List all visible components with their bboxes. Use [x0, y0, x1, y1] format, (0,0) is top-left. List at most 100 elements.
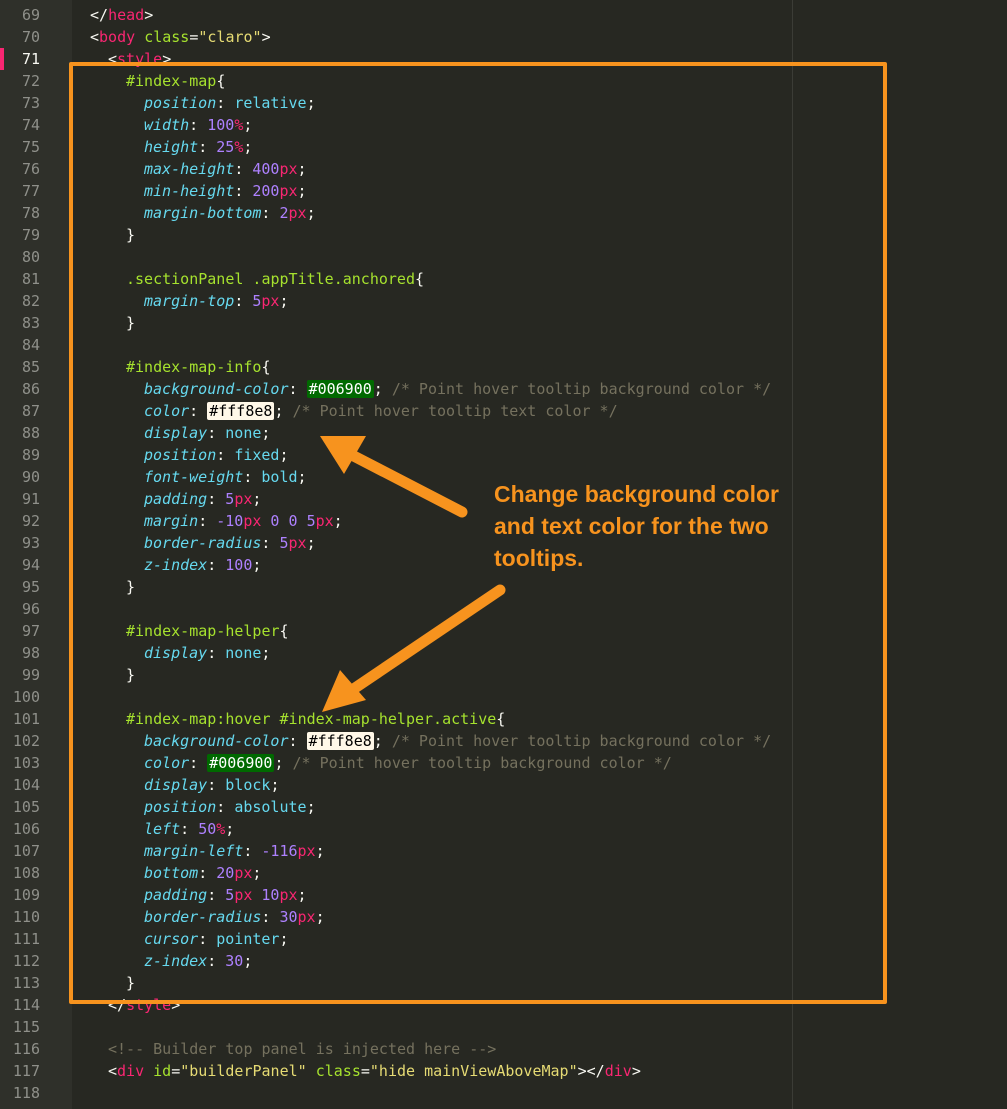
line-number: 93: [21, 534, 40, 552]
code-line-74[interactable]: width: 100%;: [144, 116, 253, 134]
code-line-85[interactable]: #index-map-info{: [126, 358, 271, 376]
line-number: 81: [21, 270, 40, 288]
line-number: 104: [12, 776, 40, 794]
code-line-70[interactable]: <body class="claro">: [90, 28, 271, 46]
line-number: 80: [21, 248, 40, 266]
wrap-guide: [792, 0, 793, 1109]
line-number: 78: [21, 204, 40, 222]
code-line-111[interactable]: cursor: pointer;: [144, 930, 289, 948]
code-line-93[interactable]: border-radius: 5px;: [144, 534, 316, 552]
line-number: 69: [21, 6, 40, 24]
code-line-91[interactable]: padding: 5px;: [144, 490, 262, 508]
code-line-110[interactable]: border-radius: 30px;: [144, 908, 325, 926]
color-swatch-cream: #fff8e8: [306, 732, 374, 750]
line-number: 107: [12, 842, 40, 860]
line-number: 113: [12, 974, 40, 992]
code-line-81[interactable]: .sectionPanel .appTitle.anchored{: [126, 270, 425, 288]
code-line-82[interactable]: margin-top: 5px;: [144, 292, 289, 310]
line-number: 87: [21, 402, 40, 420]
line-number: 75: [21, 138, 40, 156]
code-line-97[interactable]: #index-map-helper{: [126, 622, 289, 640]
code-line-69[interactable]: </head>: [90, 6, 154, 24]
code-line-83[interactable]: }: [126, 314, 136, 332]
annotation-callout-text: Change background color and text color f…: [494, 481, 779, 571]
code-line-113[interactable]: }: [126, 974, 136, 992]
line-number: 110: [12, 908, 40, 926]
line-number-gutter: 69 70 71 72 73 74 75 76 77 78 79 80 81 82 83 84 85 86 87 88…: [0, 0, 72, 1109]
code-line-73[interactable]: position: relative;: [144, 94, 316, 112]
code-line-90[interactable]: font-weight: bold;: [144, 468, 307, 486]
line-number: 97: [21, 622, 40, 640]
line-number: 77: [21, 182, 40, 200]
code-line-102[interactable]: background-color: #fff8e8; /* Point hove…: [144, 732, 772, 750]
code-line-105[interactable]: position: absolute;: [144, 798, 316, 816]
line-number: 92: [21, 512, 40, 530]
code-line-72[interactable]: #index-map{: [126, 72, 226, 90]
line-number: 118: [12, 1084, 40, 1102]
line-number: 111: [12, 930, 40, 948]
code-line-101[interactable]: #index-map:hover #index-map-helper.activ…: [126, 710, 506, 728]
line-number: 72: [21, 72, 40, 90]
code-line-78[interactable]: margin-bottom: 2px;: [144, 204, 316, 222]
color-swatch-green: #006900: [306, 380, 374, 398]
code-line-107[interactable]: margin-left: -116px;: [144, 842, 325, 860]
code-line-104[interactable]: display: block;: [144, 776, 280, 794]
line-number: 91: [21, 490, 40, 508]
line-number: 76: [21, 160, 40, 178]
code-line-94[interactable]: z-index: 100;: [144, 556, 262, 574]
line-number: 108: [12, 864, 40, 882]
color-swatch-cream: #fff8e8: [207, 402, 275, 420]
code-line-92[interactable]: margin: -10px 0 0 5px;: [144, 512, 343, 530]
line-number: 94: [21, 556, 40, 574]
code-line-103[interactable]: color: #006900; /* Point hover tooltip b…: [144, 754, 672, 772]
code-line-89[interactable]: position: fixed;: [144, 446, 289, 464]
color-swatch-green: #006900: [207, 754, 275, 772]
line-number: 117: [12, 1062, 40, 1080]
line-number: 86: [21, 380, 40, 398]
line-number: 88: [21, 424, 40, 442]
line-number: 73: [21, 94, 40, 112]
code-line-77[interactable]: min-height: 200px;: [144, 182, 307, 200]
code-line-76[interactable]: max-height: 400px;: [144, 160, 307, 178]
code-line-95[interactable]: }: [126, 578, 136, 596]
line-number: 74: [21, 116, 40, 134]
line-number: 105: [12, 798, 40, 816]
line-number: 89: [21, 446, 40, 464]
line-number: 103: [12, 754, 40, 772]
line-number: 109: [12, 886, 40, 904]
line-number: 99: [21, 666, 40, 684]
line-number: 70: [21, 28, 40, 46]
line-number: 115: [12, 1018, 40, 1036]
line-number: 90: [21, 468, 40, 486]
code-line-75[interactable]: height: 25%;: [144, 138, 253, 156]
code-line-106[interactable]: left: 50%;: [144, 820, 235, 838]
line-number: 100: [12, 688, 40, 706]
current-line-marker: [0, 48, 4, 70]
code-line-112[interactable]: z-index: 30;: [144, 952, 253, 970]
code-line-87[interactable]: color: #fff8e8; /* Point hover tooltip t…: [144, 402, 618, 420]
line-number: 71: [21, 50, 40, 68]
line-number: 102: [12, 732, 40, 750]
line-number: 85: [21, 358, 40, 376]
line-number: 96: [21, 600, 40, 618]
line-number: 95: [21, 578, 40, 596]
line-number: 112: [12, 952, 40, 970]
code-line-109[interactable]: padding: 5px 10px;: [144, 886, 307, 904]
code-line-116[interactable]: <!-- Builder top panel is injected here …: [108, 1040, 497, 1058]
highlight-box: [69, 62, 887, 1004]
code-line-98[interactable]: display: none;: [144, 644, 271, 662]
code-line-86[interactable]: background-color: #006900; /* Point hove…: [144, 380, 772, 398]
line-number: 106: [12, 820, 40, 838]
code-line-108[interactable]: bottom: 20px;: [144, 864, 262, 882]
line-number: 114: [12, 996, 40, 1014]
code-line-88[interactable]: display: none;: [144, 424, 271, 442]
code-line-117[interactable]: <div id="builderPanel" class="hide mainV…: [108, 1062, 641, 1080]
line-number: 83: [21, 314, 40, 332]
line-number: 79: [21, 226, 40, 244]
line-number: 116: [12, 1040, 40, 1058]
code-line-99[interactable]: }: [126, 666, 136, 684]
line-number: 82: [21, 292, 40, 310]
code-line-79[interactable]: }: [126, 226, 136, 244]
line-number: 84: [21, 336, 40, 354]
line-number: 101: [12, 710, 40, 728]
